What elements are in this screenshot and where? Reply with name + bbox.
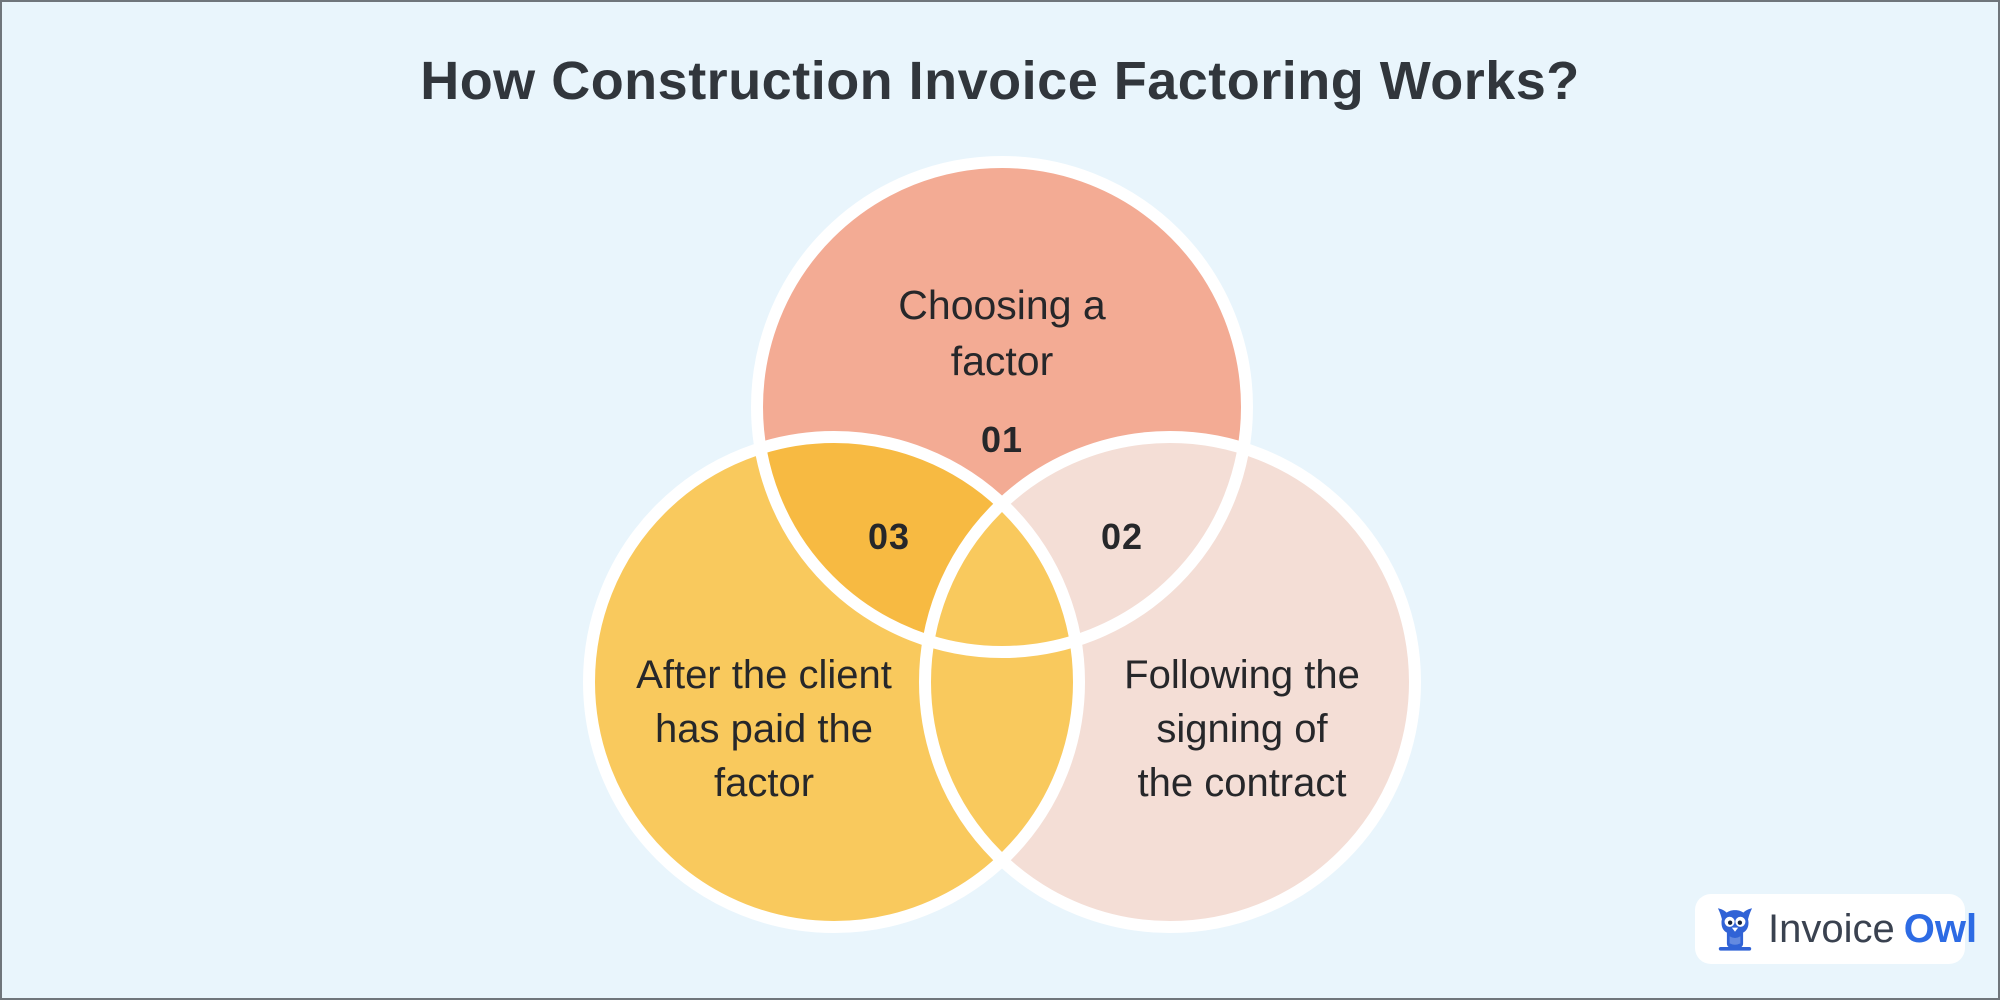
brand-word-invoice: Invoice bbox=[1768, 906, 1895, 951]
circle-outlines bbox=[583, 156, 1421, 933]
venn-label-client-paid: After the client has paid the factor bbox=[636, 653, 892, 805]
step-number-03: 03 bbox=[867, 516, 911, 557]
page-title: How Construction Invoice Factoring Works… bbox=[420, 51, 1580, 111]
brand-word-owl: Owl bbox=[1903, 906, 1978, 951]
owl-icon bbox=[1717, 906, 1753, 952]
step-number-02: 02 bbox=[1100, 516, 1144, 557]
venn-label-signing-contract: Following the signing of the contract bbox=[1124, 653, 1360, 805]
step-number-01: 01 bbox=[980, 419, 1024, 460]
venn-label-choosing-factor: Choosing a factor bbox=[898, 282, 1106, 384]
